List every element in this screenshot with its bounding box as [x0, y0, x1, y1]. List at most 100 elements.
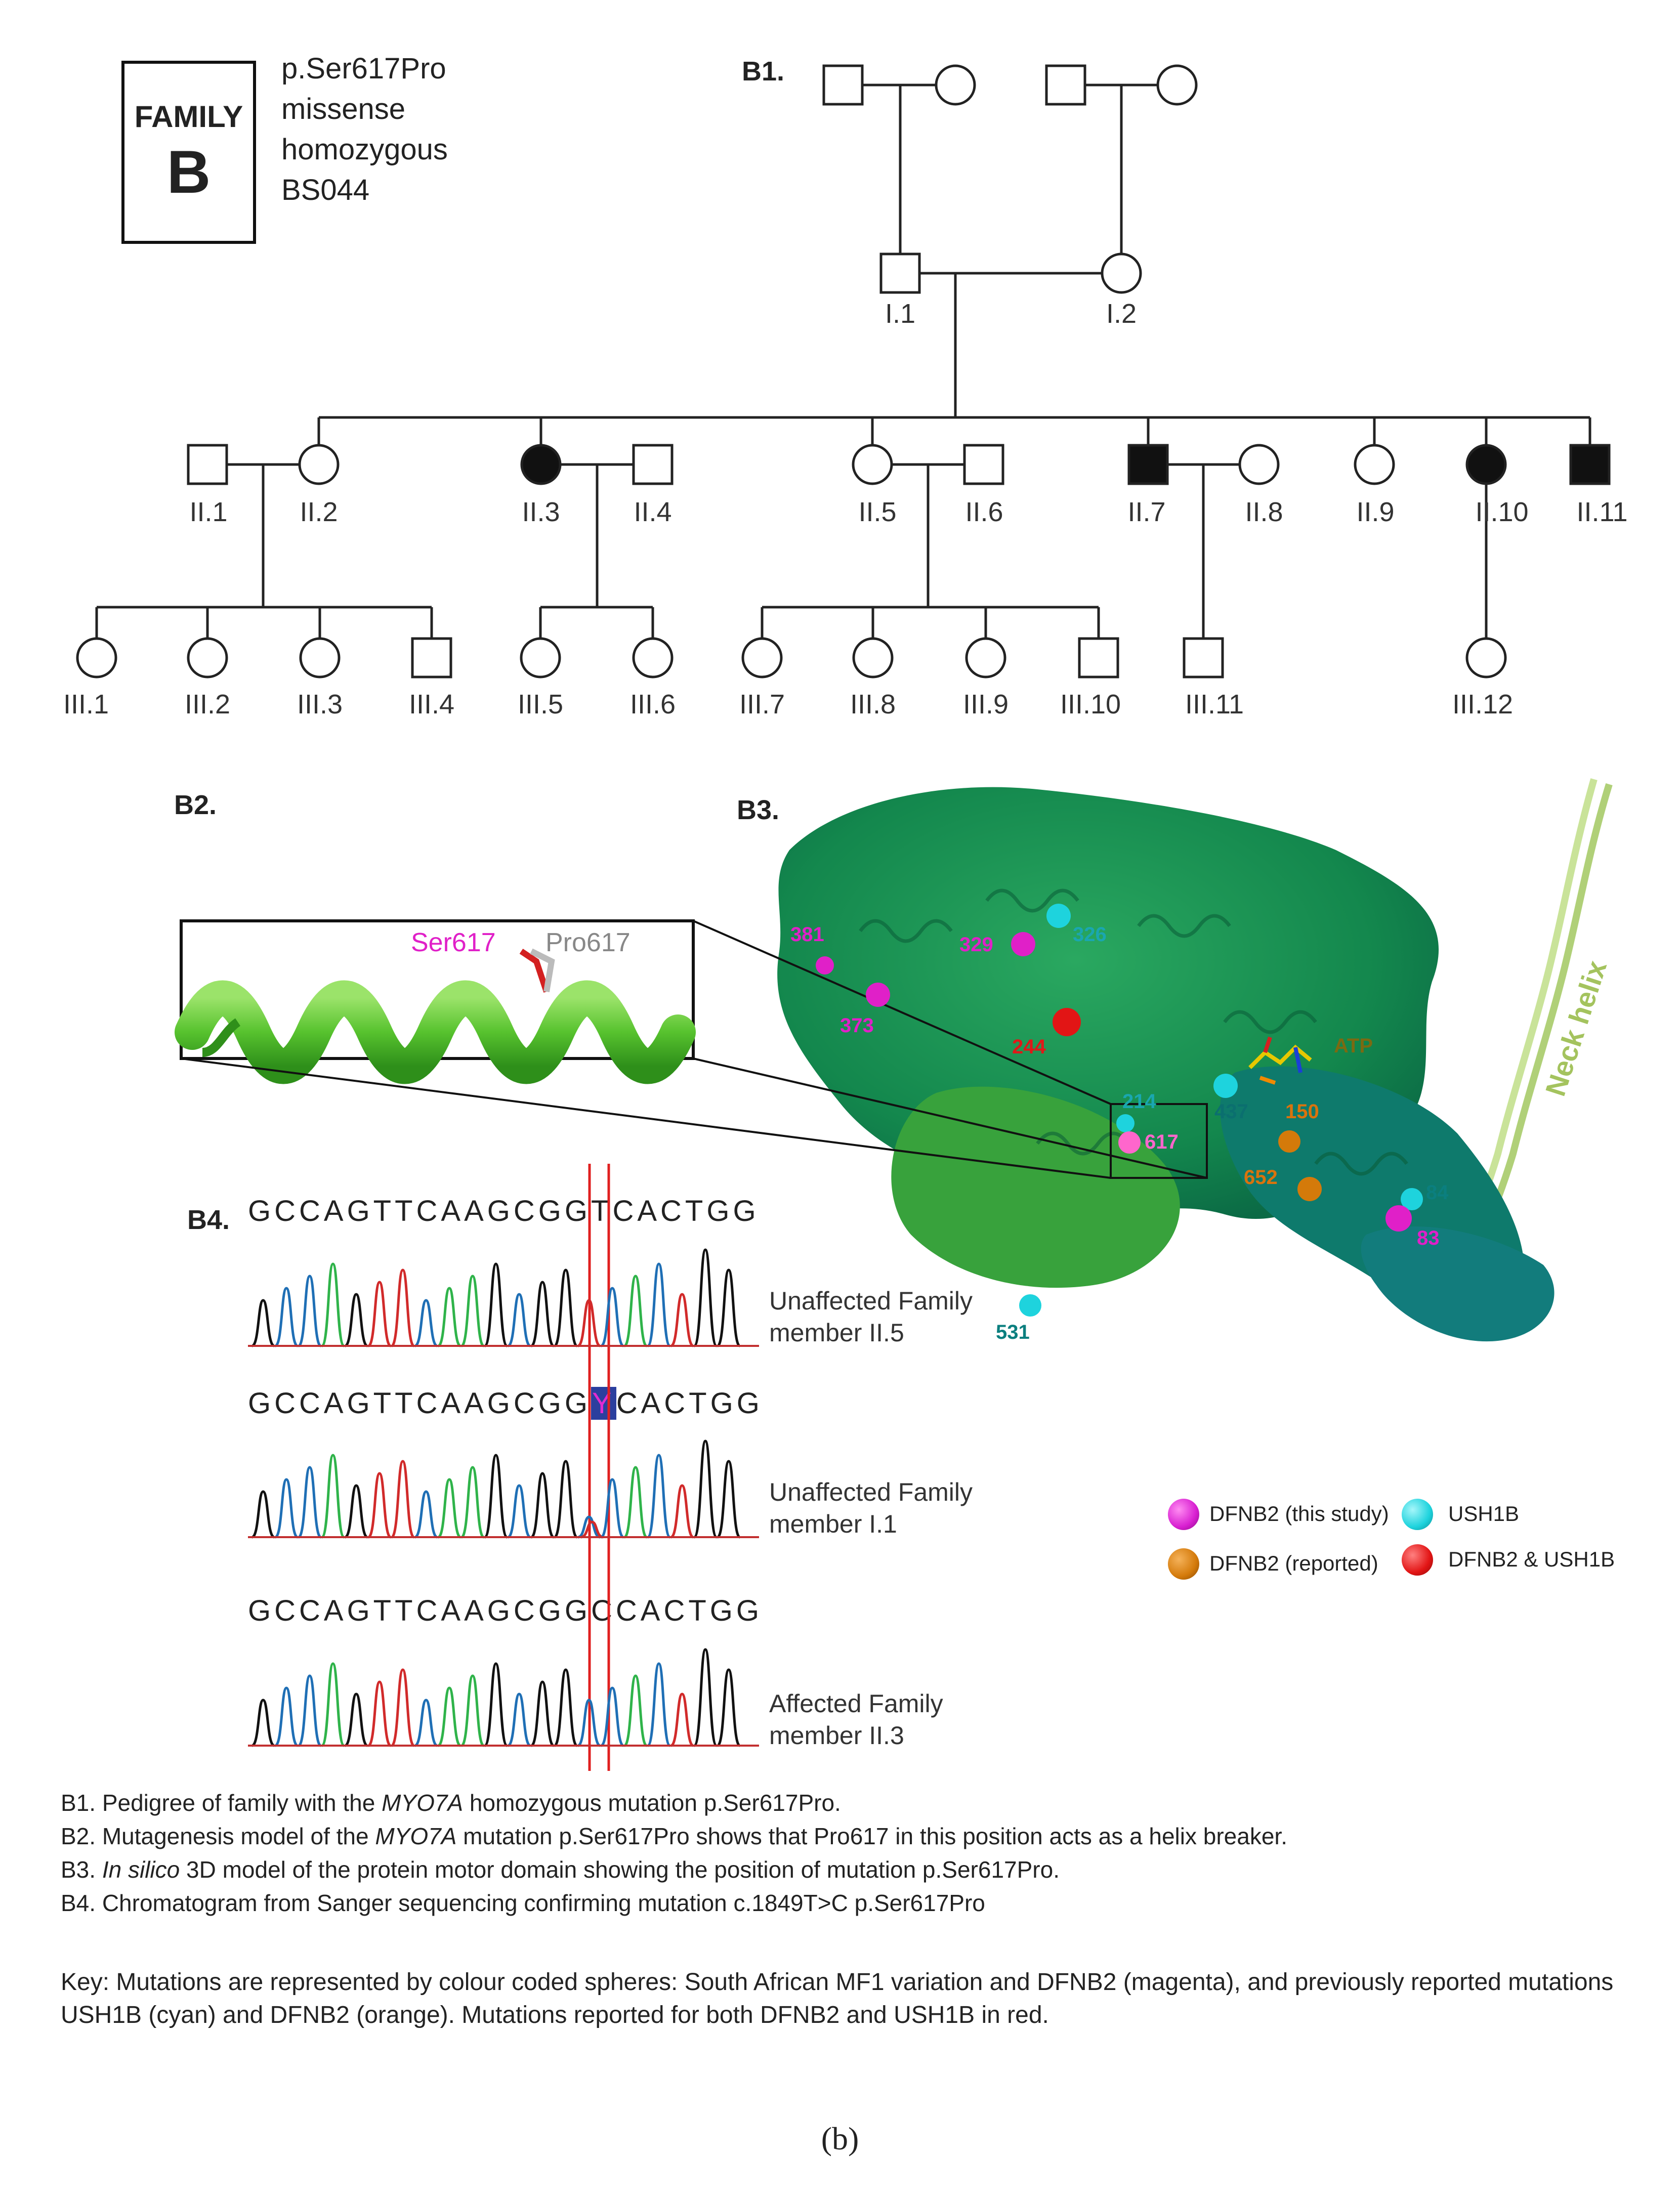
chromatogram-peak [367, 1281, 392, 1347]
caption-b2-pre: B2. Mutagenesis model of the [61, 1823, 375, 1849]
legend-both: DFNB2 & USH1B [1448, 1547, 1615, 1571]
grandparent-male-2 [1045, 64, 1086, 106]
chromatogram-peak [344, 1293, 368, 1347]
member-label-I-1-line1: Unaffected Family [769, 1478, 973, 1506]
pedigree-III-11 [1183, 637, 1224, 679]
pedigree-II-4 [632, 444, 674, 485]
label-531: 531 [996, 1321, 1030, 1343]
atp-ligand [1248, 1036, 1312, 1085]
sphere-84 [1401, 1188, 1423, 1210]
chromatogram-peak [553, 1460, 578, 1539]
chromatogram-peak [530, 1680, 555, 1747]
label-III-5: III.5 [518, 689, 563, 719]
sphere-329 [1011, 932, 1035, 956]
sequence-het: GCCAGTTCAAGCGGYCACTGG [248, 1386, 763, 1420]
label-III-4: III.4 [409, 689, 454, 719]
chromatogram-peak [414, 1699, 438, 1747]
label-II-6: II.6 [965, 497, 1003, 527]
legend-dot-both [1402, 1544, 1433, 1576]
label-214: 214 [1122, 1090, 1156, 1113]
label-II-8: II.8 [1245, 497, 1283, 527]
legend-dot-ush1b [1402, 1499, 1433, 1530]
pedigree-II-10 [1465, 444, 1507, 485]
label-II-10: II.10 [1475, 497, 1528, 527]
label-652: 652 [1244, 1166, 1278, 1189]
pedigree-chart: I.1 I.2 II.1 II.2 II.3 II.4 II.5 II.6 II… [63, 64, 1628, 719]
chromatogram-peak [600, 1287, 624, 1347]
sphere-83 [1385, 1205, 1412, 1232]
label-pro617: Pro617 [545, 928, 631, 957]
label-II-11: II.11 [1576, 497, 1627, 527]
sphere-244 [1053, 1008, 1081, 1036]
chromatogram-peak [623, 1275, 648, 1347]
caption-b2: B2. Mutagenesis model of the MYO7A mutat… [61, 1823, 1287, 1850]
inset-connectors [181, 920, 1208, 1179]
caption-b1-pre: B1. Pedigree of family with the [61, 1790, 382, 1816]
chromatograms [248, 1164, 759, 1771]
pedigree-I-2 [1101, 252, 1142, 294]
pedigree-II-5 [852, 444, 893, 485]
caption-b1-post: homozygous mutation p.Ser617Pro. [463, 1790, 841, 1816]
label-III-8: III.8 [850, 689, 896, 719]
grandparent-male-1 [822, 64, 864, 106]
label-III-10: III.10 [1060, 689, 1121, 719]
panel-label-b3: B3. [737, 795, 780, 825]
pedigree-III-2 [187, 637, 228, 679]
member-label-II-5-line1: Unaffected Family [769, 1287, 973, 1315]
chromatogram-peak [716, 1668, 741, 1747]
b2-helix [175, 980, 696, 1084]
member-label-I-1-line2: member I.1 [769, 1509, 897, 1538]
chromatogram-peak [553, 1268, 578, 1347]
label-437: 437 [1214, 1100, 1248, 1123]
chromatogram-peak [367, 1472, 392, 1539]
panel-label-b2: B2. [174, 790, 217, 820]
chromatogram-peak [577, 1699, 601, 1747]
chromatogram-peak [507, 1293, 531, 1347]
caption-b1-gene: MYO7A [382, 1790, 464, 1816]
legend-dfnb2-reported: DFNB2 (reported) [1209, 1551, 1378, 1575]
chromatogram-peak [483, 1662, 509, 1747]
chromatogram-peak [251, 1299, 275, 1347]
chromatogram-peak [437, 1478, 461, 1539]
label-III-12: III.12 [1452, 689, 1513, 719]
protein-motor-domain [777, 787, 1555, 1342]
caption-b3-pre: B3. [61, 1856, 102, 1883]
sphere-214 [1116, 1114, 1135, 1132]
chromatogram-peak [580, 1520, 604, 1539]
pedigree-I-1 [879, 252, 921, 294]
legend-dfnb2-study: DFNB2 (this study) [1209, 1502, 1389, 1526]
member-label-II-3: Affected Family member II.3 [769, 1688, 943, 1751]
sphere-373 [866, 983, 890, 1007]
caption-b3: B3. In silico 3D model of the protein mo… [61, 1856, 1060, 1883]
chromatogram-peak [600, 1478, 624, 1539]
label-II-7: II.7 [1127, 497, 1165, 527]
label-244: 244 [1012, 1036, 1046, 1058]
chromatogram-peak [507, 1692, 531, 1747]
pedigree-III-12 [1465, 637, 1507, 679]
chromatogram-peak [390, 1668, 415, 1747]
pedigree-II-11 [1569, 444, 1611, 485]
chromatogram-peak [623, 1466, 648, 1539]
chromatogram-peak [646, 1262, 671, 1347]
label-617: 617 [1145, 1131, 1179, 1153]
chromatogram-peak [344, 1484, 368, 1539]
chromatogram-peak [297, 1275, 322, 1347]
chromatogram-peak [414, 1490, 438, 1539]
pedigree-II-6 [963, 444, 1004, 485]
label-150: 150 [1285, 1100, 1319, 1123]
chromatogram-peak [670, 1293, 694, 1347]
pedigree-III-1 [76, 637, 117, 679]
panel-label-b1: B1. [742, 56, 785, 87]
pedigree-II-9 [1354, 444, 1395, 485]
variant-protein: p.Ser617Pro [281, 52, 446, 85]
chromatogram-peak [623, 1674, 648, 1747]
label-II-5: II.5 [858, 497, 896, 527]
member-label-II-5-line2: member II.5 [769, 1318, 904, 1347]
protein-model-figure: Ser617 Pro617 ATP 381 373 329 326 [175, 778, 1613, 1343]
chromatogram-peak [716, 1460, 741, 1539]
chromatogram-peak [530, 1281, 555, 1347]
chromatogram-peak [646, 1662, 671, 1747]
pedigree-III-9 [965, 637, 1006, 679]
label-III-3: III.3 [297, 689, 343, 719]
chromatogram-peak [274, 1287, 299, 1347]
